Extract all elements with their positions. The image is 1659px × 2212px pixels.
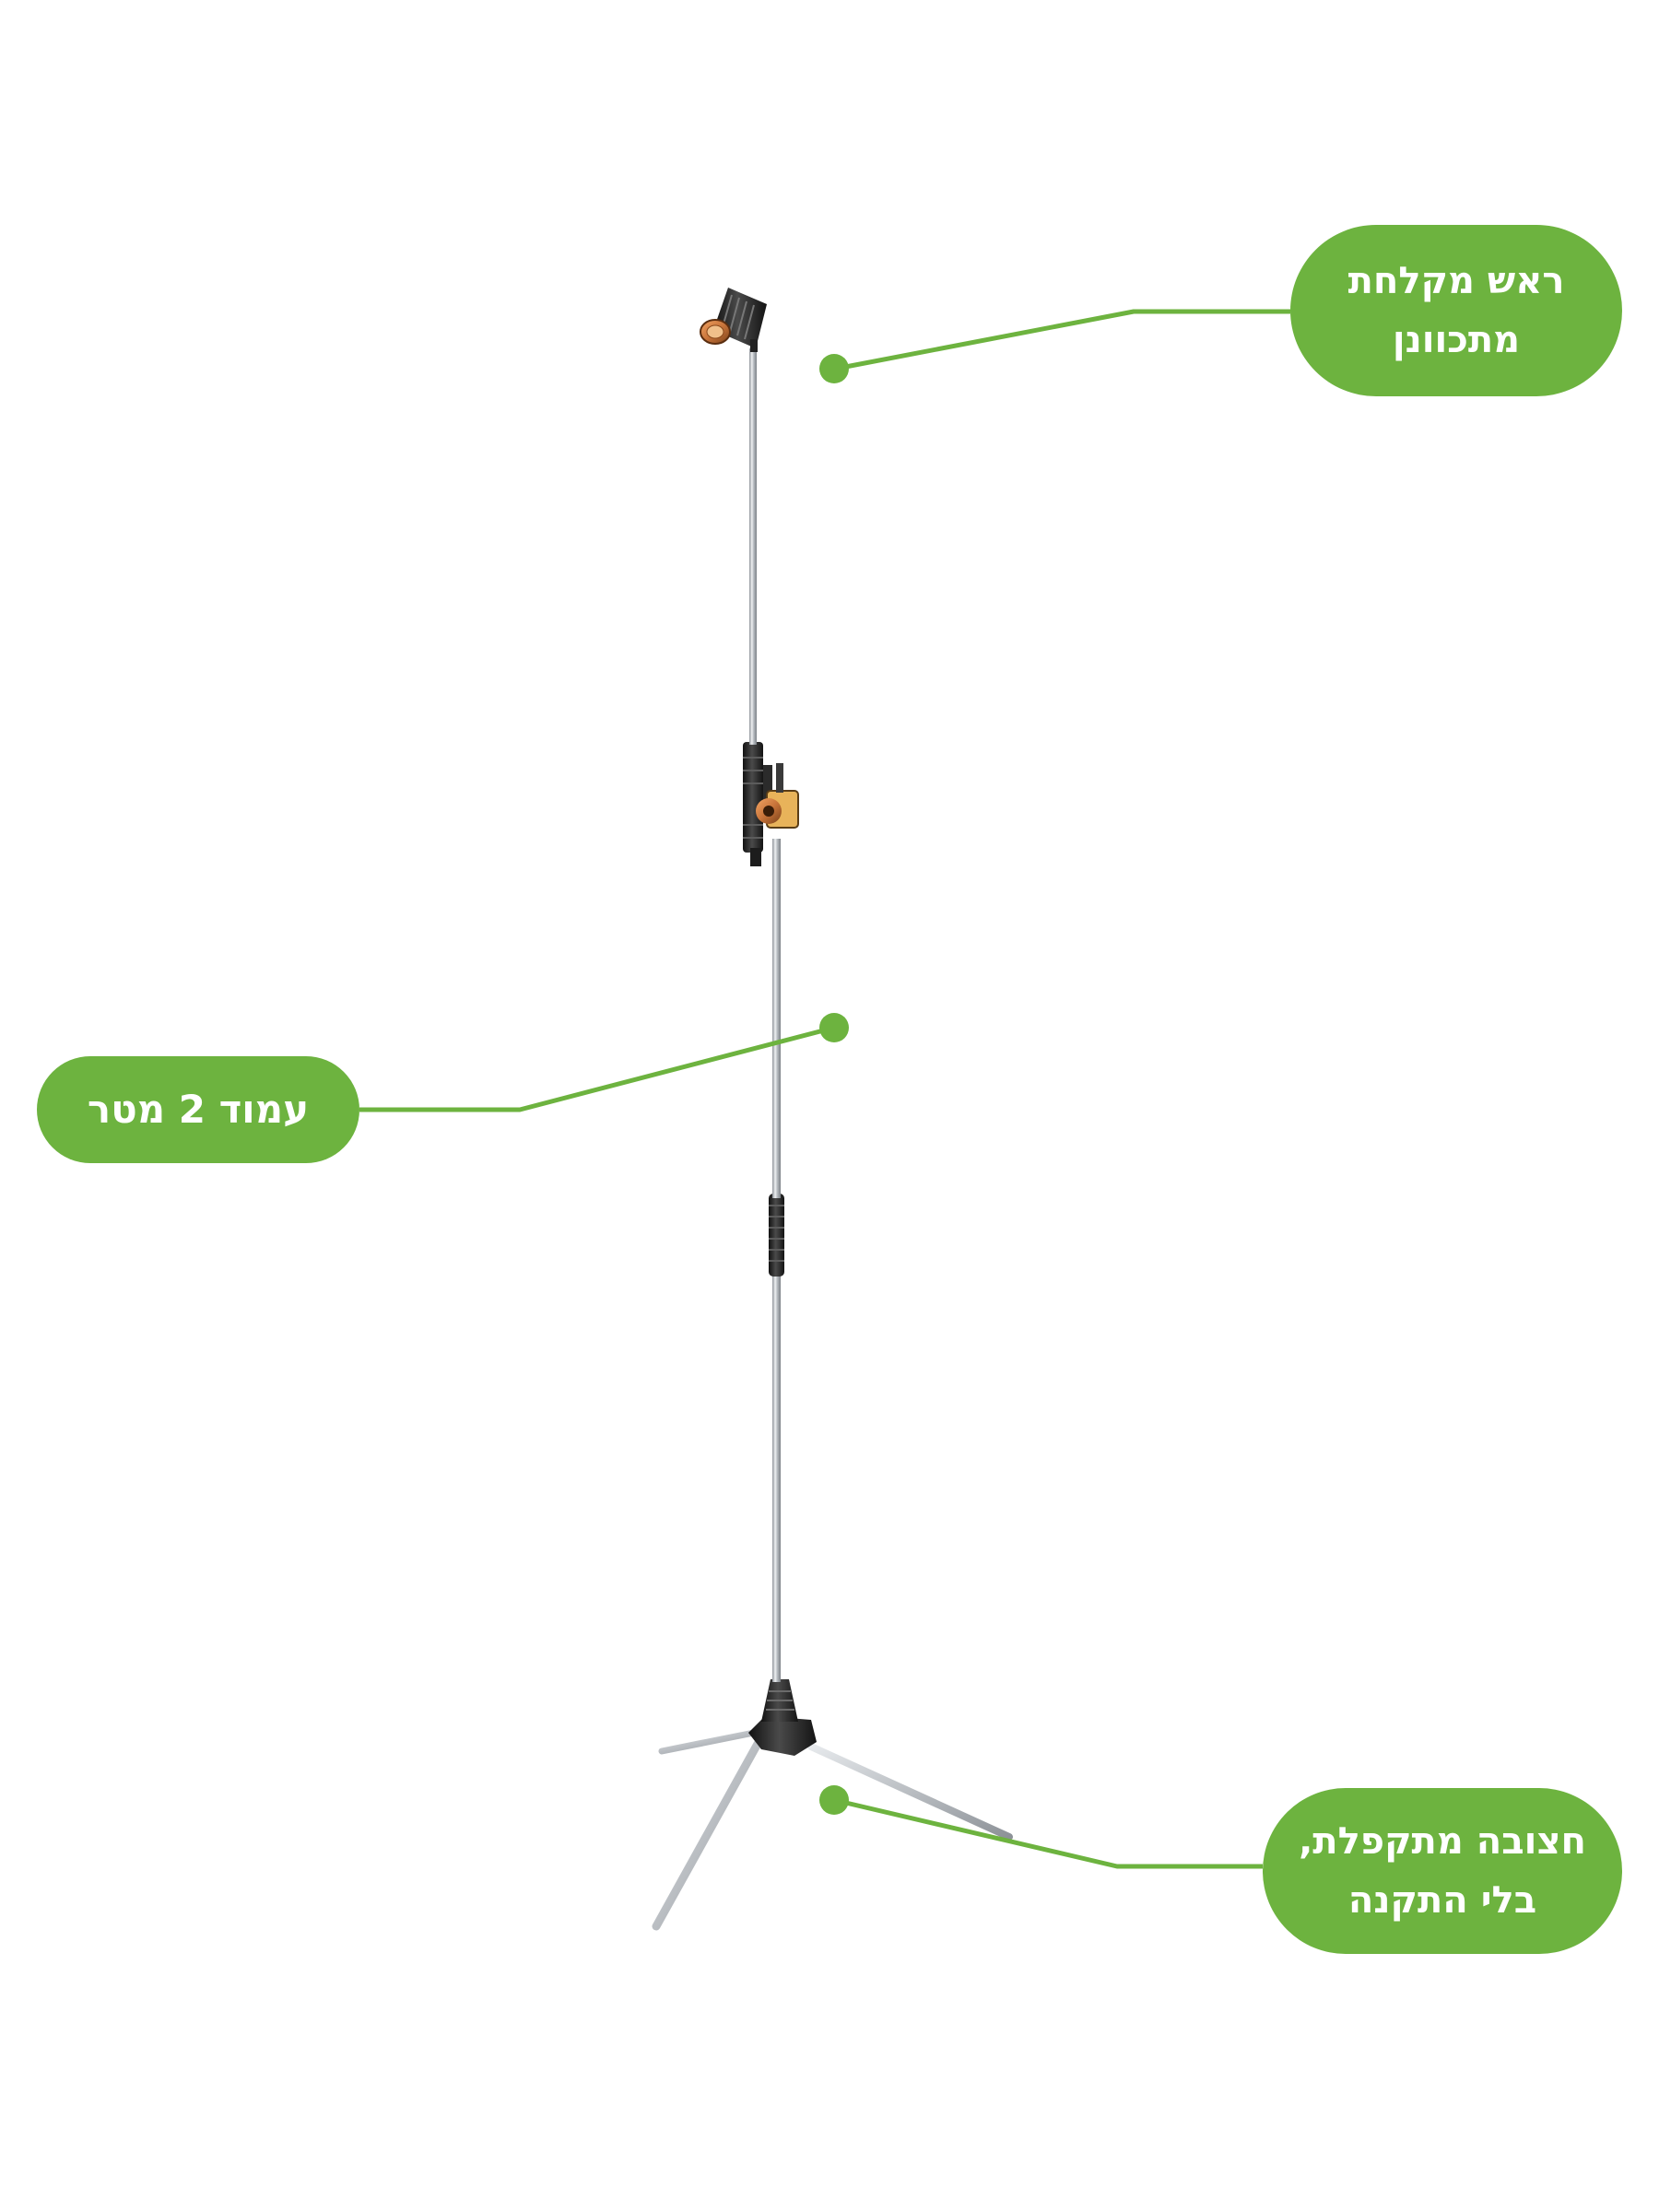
callout-label-shower-head: ראש מקלחת מתכוונן	[1290, 225, 1622, 396]
callout-base-line2: בלי התקנה	[1347, 1879, 1537, 1922]
tripod-leg-left	[658, 1729, 758, 1755]
callout-pole-line1: עמוד 2 מטר	[87, 1087, 310, 1132]
callout-head-line2: מתכוונן	[1392, 319, 1521, 361]
tripod-base	[652, 1679, 1013, 1931]
tripod-leg-front	[652, 1739, 762, 1931]
pole-connector-middle	[769, 1194, 784, 1277]
callout-label-tripod: חצובה מתקפלת, בלי התקנה	[1263, 1788, 1622, 1954]
callout-dot-head	[819, 354, 849, 383]
callout-line-pole	[359, 1013, 849, 1112]
shower-head	[700, 288, 767, 352]
pole-middle	[772, 839, 781, 1198]
pole-lower	[772, 1272, 781, 1682]
callout-dot-base	[819, 1785, 849, 1815]
tripod-leg-right	[807, 1743, 1013, 1841]
callout-line-base	[819, 1785, 1263, 1869]
callout-label-pole: עמוד 2 מטר	[37, 1056, 359, 1163]
valve-assembly	[743, 742, 799, 866]
callout-dot-pole	[819, 1013, 849, 1042]
tripod-hub	[748, 1716, 817, 1756]
callout-line-head	[819, 309, 1290, 383]
callout-head-line1: ראש מקלחת	[1347, 260, 1565, 302]
pole-upper	[749, 348, 757, 745]
callout-base-line1: חצובה מתקפלת,	[1299, 1820, 1586, 1863]
